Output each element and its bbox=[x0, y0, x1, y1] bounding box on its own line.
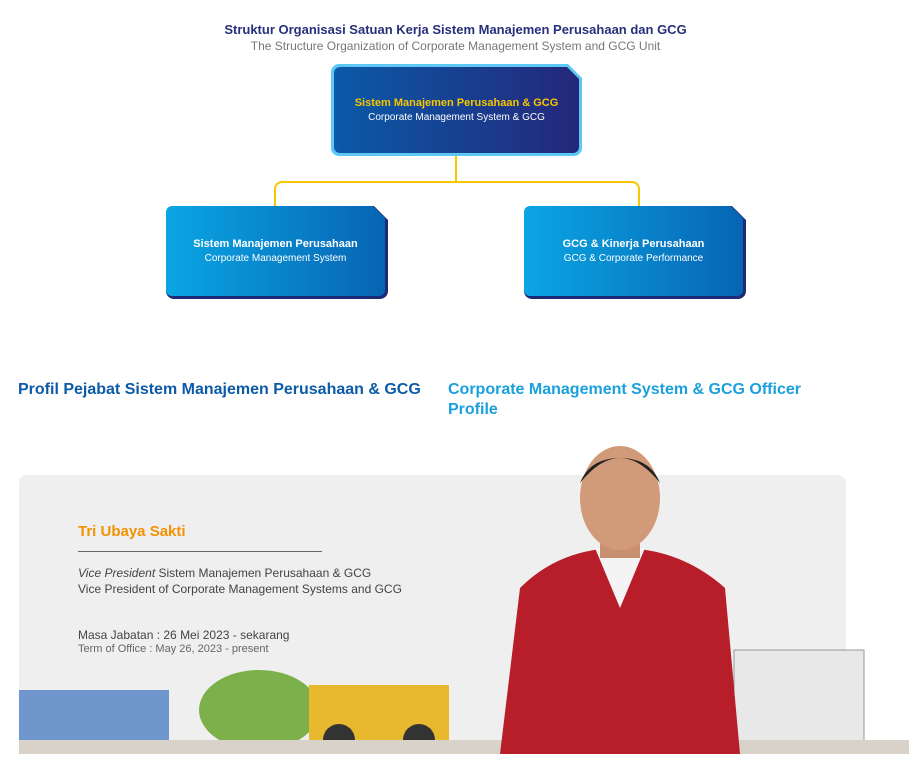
connector-line bbox=[455, 156, 457, 182]
org-node-top: Sistem Manajemen Perusahaan & GCG Corpor… bbox=[331, 64, 582, 156]
role-id: Sistem Manajemen Perusahaan & GCG bbox=[155, 566, 372, 580]
node-title: GCG & Kinerja Perusahaan bbox=[562, 238, 705, 250]
officer-portrait bbox=[500, 446, 740, 754]
connector-line bbox=[274, 181, 640, 207]
chart-subtitle: The Structure Organization of Corporate … bbox=[250, 39, 661, 53]
org-node-left: Sistem Manajemen Perusahaan Corporate Ma… bbox=[166, 206, 388, 299]
chart-title: Struktur Organisasi Satuan Kerja Sistem … bbox=[224, 22, 687, 37]
role-en: Vice President of Corporate Management S… bbox=[78, 582, 402, 596]
node-title: Sistem Manajemen Perusahaan bbox=[193, 238, 358, 250]
profile-heading-en: Corporate Management System & GCG Office… bbox=[448, 381, 801, 418]
node-title: Sistem Manajemen Perusahaan & GCG bbox=[354, 97, 559, 109]
term-en: Term of Office : May 26, 2023 - present bbox=[78, 643, 269, 655]
role-italic: Vice President bbox=[78, 566, 156, 580]
node-subtitle: GCG & Corporate Performance bbox=[563, 253, 704, 264]
node-subtitle: Corporate Management System bbox=[204, 253, 347, 264]
industrial-scene-illustration bbox=[19, 649, 909, 754]
officer-name: Tri Ubaya Sakti bbox=[78, 523, 186, 540]
profile-heading-id: Profil Pejabat Sistem Manajemen Perusaha… bbox=[18, 381, 421, 398]
node-subtitle: Corporate Management System & GCG bbox=[368, 112, 545, 123]
org-node-right: GCG & Kinerja Perusahaan GCG & Corporate… bbox=[524, 206, 746, 299]
divider bbox=[78, 551, 322, 552]
term-id: Masa Jabatan : 26 Mei 2023 - sekarang bbox=[78, 628, 290, 642]
